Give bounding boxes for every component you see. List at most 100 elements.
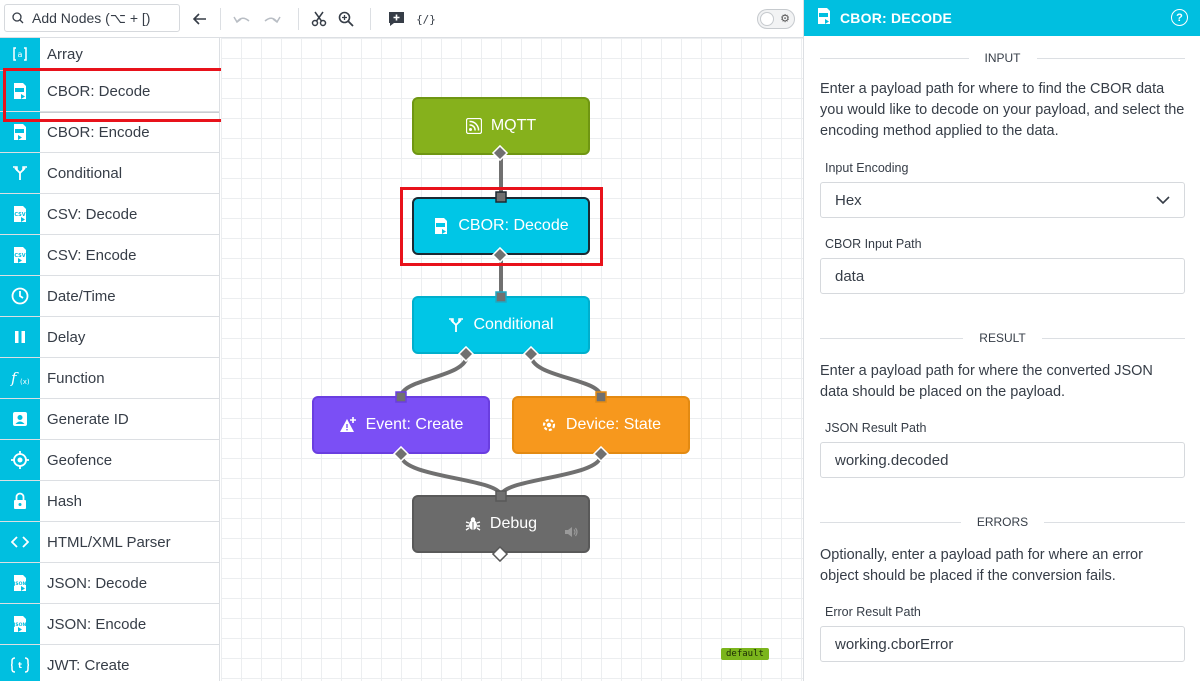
back-icon[interactable] — [190, 9, 210, 29]
help-icon[interactable]: ? — [1171, 9, 1188, 26]
speaker-icon[interactable] — [564, 525, 578, 543]
svg-text:f: f — [10, 369, 19, 387]
panel-title: CBOR: DECODE — [840, 10, 953, 26]
output-port — [491, 246, 509, 264]
sidebar-item-date-time[interactable]: Date/Time — [0, 276, 219, 317]
node-config-panel: CBOR: DECODE ? INPUT Enter a payload pat… — [803, 0, 1200, 681]
sidebar-item-json-decode[interactable]: JSON JSON: Decode — [0, 563, 219, 604]
device-gear-icon — [541, 417, 557, 433]
svg-text:CSV: CSV — [14, 212, 25, 218]
sidebar-item-generate-id[interactable]: Generate ID — [0, 399, 219, 440]
add-comment-icon[interactable] — [386, 9, 406, 29]
workflow-canvas[interactable]: MQTT CBOR: Decode Conditional Event: Cre… — [221, 38, 803, 681]
chevron-down-icon — [1156, 196, 1170, 205]
sidebar-item-hash[interactable]: Hash — [0, 481, 219, 522]
svg-text:a: a — [18, 50, 23, 59]
gear-icon: ⚙ — [780, 13, 790, 25]
sidebar-item-function[interactable]: f(x) Function — [0, 358, 219, 399]
sidebar-item-delay[interactable]: Delay — [0, 317, 219, 358]
node-label: Event: Create — [365, 416, 464, 433]
search-placeholder: Add Nodes (⌥ + [) — [32, 9, 151, 26]
clock-icon — [0, 276, 40, 316]
json-decode-icon: JSON — [0, 563, 40, 603]
svg-text:CSV: CSV — [14, 253, 25, 259]
undo-icon[interactable] — [232, 9, 252, 29]
sidebar-item-csv-encode[interactable]: CSV CSV: Encode — [0, 235, 219, 276]
error-result-path-label: Error Result Path — [825, 605, 921, 619]
json-result-path-label: JSON Result Path — [825, 421, 927, 435]
cut-icon[interactable] — [309, 9, 329, 29]
svg-text:t: t — [18, 661, 22, 670]
sidebar-item-label: Function — [47, 369, 105, 387]
toggle-switch[interactable]: ⚙ — [757, 9, 795, 29]
sidebar-item-json-encode[interactable]: JSON JSON: Encode — [0, 604, 219, 645]
sidebar-item-conditional[interactable]: Conditional — [0, 153, 219, 194]
section-title-input: INPUT — [820, 51, 1185, 65]
output-port — [457, 345, 475, 363]
input-port — [495, 490, 507, 502]
input-description: Enter a payload path for where to find t… — [820, 81, 1185, 139]
sidebar-item-label: JSON: Decode — [47, 574, 148, 592]
node-event-create[interactable]: Event: Create — [312, 396, 490, 454]
warning-plus-icon — [339, 417, 357, 433]
crosshair-icon — [0, 440, 40, 480]
field-value: working.decoded — [835, 451, 949, 469]
sidebar-item-label: CSV: Decode — [47, 205, 138, 223]
sidebar-item-label: JSON: Encode — [47, 615, 147, 633]
sidebar-item-cbor-encode[interactable]: CBOR: Encode — [0, 112, 219, 153]
sidebar-item-label: Date/Time — [47, 287, 116, 305]
sidebar-item-label: Hash — [47, 492, 83, 510]
field-value: working.cborError — [835, 635, 954, 653]
toolbar: Add Nodes (⌥ + [) {/} ⚙ — [0, 0, 803, 38]
input-port — [595, 391, 607, 403]
node-debug[interactable]: Debug — [412, 495, 590, 553]
branch-icon — [448, 317, 464, 333]
bug-icon — [465, 516, 481, 532]
id-card-icon — [0, 399, 40, 439]
select-value: Hex — [835, 191, 862, 209]
cbor-encode-icon — [0, 112, 40, 152]
sidebar-item-cbor-decode[interactable]: CBOR: Decode — [0, 70, 219, 113]
node-label: Conditional — [473, 316, 554, 333]
sidebar-item-html-xml-parser[interactable]: HTML/XML Parser — [0, 522, 219, 563]
rss-feed-icon — [465, 118, 482, 134]
sidebar-item-jwt-create[interactable]: t JWT: Create — [0, 645, 219, 681]
toolbar-divider — [298, 8, 299, 30]
array-icon: a — [0, 38, 40, 71]
error-result-path-field[interactable]: working.cborError — [820, 626, 1185, 662]
search-icon — [12, 12, 24, 24]
sidebar-item-geofence[interactable]: Geofence — [0, 440, 219, 481]
json-result-path-field[interactable]: working.decoded — [820, 442, 1185, 478]
zoom-icon[interactable] — [336, 9, 356, 29]
sidebar-item-csv-decode[interactable]: CSV CSV: Decode — [0, 194, 219, 235]
svg-text:JSON: JSON — [13, 622, 27, 628]
add-nodes-search[interactable]: Add Nodes (⌥ + [) — [4, 4, 180, 32]
input-port — [395, 391, 407, 403]
json-encode-icon: JSON — [0, 604, 40, 644]
output-port — [592, 445, 610, 463]
sidebar-item-array[interactable]: a Array — [0, 38, 219, 71]
section-title-errors: ERRORS — [820, 515, 1185, 529]
redo-icon[interactable] — [262, 9, 282, 29]
cbor-input-path-field[interactable]: data — [820, 258, 1185, 294]
csv-encode-icon: CSV — [0, 235, 40, 275]
node-label: Device: State — [565, 416, 662, 433]
input-port — [495, 291, 507, 303]
input-encoding-select[interactable]: Hex — [820, 182, 1185, 218]
node-label: CBOR: Decode — [458, 217, 569, 234]
svg-text:JSON: JSON — [13, 581, 27, 587]
cbor-decode-icon — [816, 7, 832, 30]
panel-header: CBOR: DECODE ? — [804, 0, 1200, 36]
cbor-decode-icon — [0, 71, 40, 111]
errors-description: Optionally, enter a payload path for whe… — [820, 547, 1143, 584]
sidebar-item-label: Conditional — [47, 164, 123, 182]
node-mqtt[interactable]: MQTT — [412, 97, 590, 155]
toolbar-divider — [370, 8, 371, 30]
csv-decode-icon: CSV — [0, 194, 40, 234]
input-encoding-label: Input Encoding — [825, 161, 909, 175]
template-variables-icon[interactable]: {/} — [416, 12, 436, 26]
sidebar-item-label: JWT: Create — [47, 656, 130, 674]
sidebar-item-label: CBOR: Encode — [47, 123, 150, 141]
default-badge: default — [721, 648, 769, 660]
sidebar-item-label: Generate ID — [47, 410, 129, 428]
